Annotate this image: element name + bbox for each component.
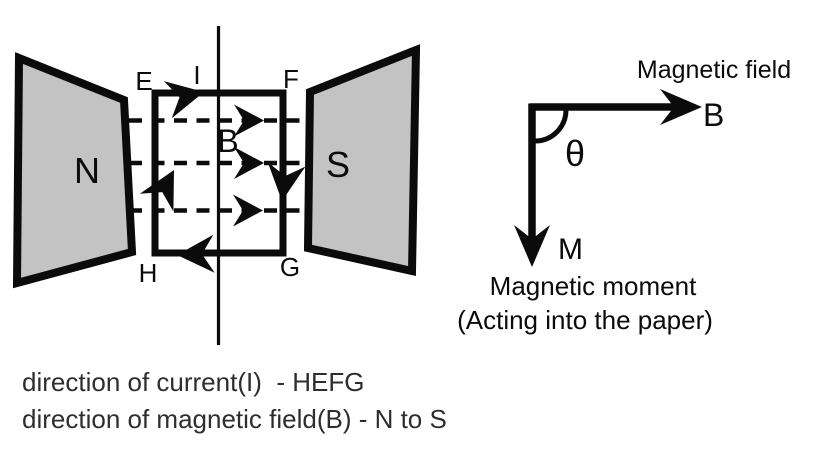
angle-label: θ: [565, 133, 585, 174]
corner-label-f: F: [283, 64, 299, 94]
field-vector-arrow-icon: [660, 89, 702, 125]
field-arrow-icon: [234, 104, 264, 137]
caption-field-direction: direction of magnetic field(B) - N to S: [22, 404, 447, 434]
moment-note: (Acting into the paper): [457, 305, 713, 335]
current-arrow-left-icon: [139, 170, 174, 212]
angle-arc-icon: [534, 109, 569, 144]
field-arrow-icon: [234, 147, 264, 179]
current-label: I: [193, 60, 200, 90]
corner-label-h: H: [139, 258, 158, 288]
corner-label-e: E: [135, 66, 152, 96]
north-magnet-pole: [12, 52, 137, 289]
magnet-coil-diagram: N S E F G H I B: [12, 26, 421, 345]
current-loop-wire: [151, 89, 287, 257]
vector-diagram: Magnetic field B θ M Magnetic moment (Ac…: [457, 56, 791, 335]
current-arrow-right-icon: [267, 161, 306, 201]
moment-title: Magnetic moment: [490, 271, 697, 301]
north-pole-label: N: [74, 150, 100, 191]
south-pole-label: S: [326, 144, 350, 185]
field-vector-title: Magnetic field: [637, 56, 791, 84]
field-arrow-icon: [233, 194, 263, 227]
moment-vector-label: M: [558, 233, 583, 266]
south-magnet-pole: [303, 44, 421, 276]
current-arrow-top-icon: [163, 81, 204, 119]
caption-current-direction: direction of current(I) - HEFG: [22, 367, 364, 397]
field-label: B: [217, 123, 238, 159]
current-arrow-bottom-icon: [177, 234, 215, 273]
caption-block: direction of current(I) - HEFG direction…: [22, 367, 447, 434]
moment-vector-arrow-icon: [514, 225, 550, 267]
field-vector-label: B: [703, 97, 724, 133]
corner-label-g: G: [280, 252, 300, 282]
